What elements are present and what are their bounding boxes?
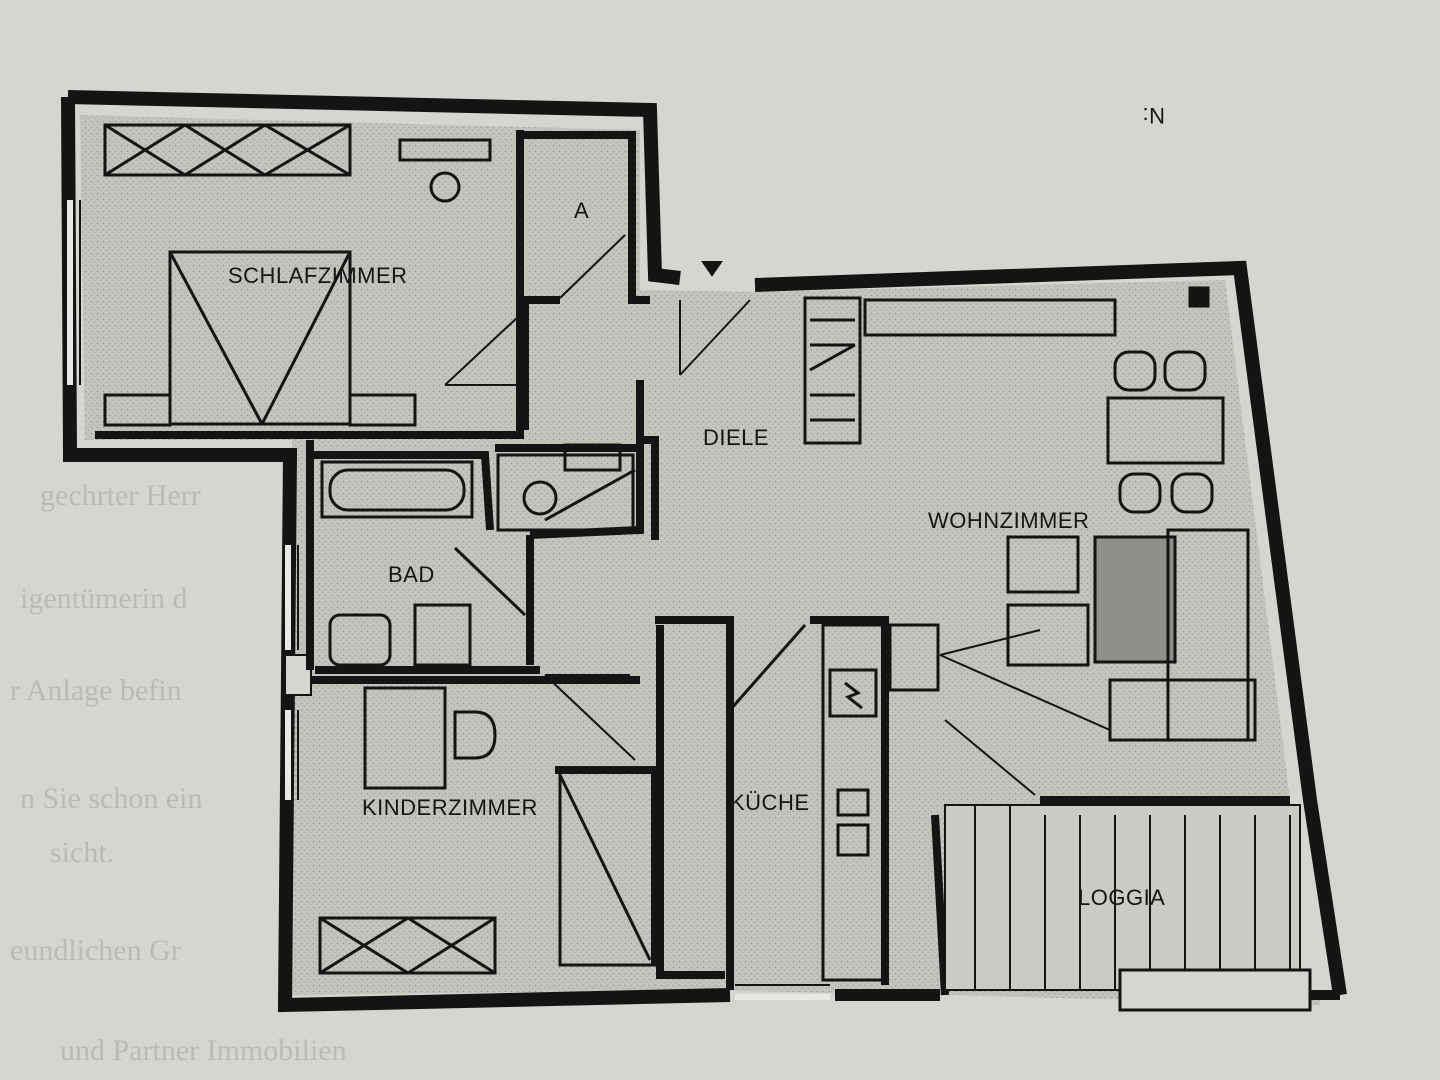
bathroom-fixtures	[320, 443, 636, 667]
background-line-3: r Anlage befin	[10, 674, 182, 707]
entrance-marker-icon	[701, 261, 723, 277]
wc-basin	[563, 443, 622, 472]
round-table	[429, 171, 461, 203]
armchair	[1006, 535, 1080, 594]
desk-chair	[453, 710, 497, 760]
kids-door[interactable]	[544, 674, 636, 761]
living-cabinet	[888, 623, 940, 692]
kitchen-counter	[821, 623, 885, 982]
living-door[interactable]	[939, 629, 1111, 796]
coffee-table	[1093, 535, 1177, 664]
label-diele: DIELE	[703, 425, 769, 450]
label-abstellraum: A	[574, 198, 589, 223]
background-page-text: gechrter Herr igentümerin d r Anlage bef…	[10, 479, 347, 1067]
label-loggia: LOGGIA	[1078, 885, 1165, 910]
kids-bed	[558, 768, 657, 967]
entrance-door[interactable]	[679, 261, 751, 376]
chair	[1118, 472, 1162, 514]
kitchen-fixtures	[728, 623, 885, 982]
floor-area	[80, 115, 1320, 1005]
sink-basin	[836, 823, 870, 857]
toilet	[522, 480, 558, 516]
label-kinderzimmer: KINDERZIMMER	[362, 795, 538, 820]
label-kueche: KÜCHE	[730, 790, 810, 815]
living-furniture	[863, 286, 1257, 742]
label-schlafzimmer: SCHLAFZIMMER	[228, 263, 408, 288]
label-bad: BAD	[388, 562, 435, 587]
windows	[67, 200, 830, 1000]
hall-wardrobe	[803, 296, 862, 445]
dresser	[398, 138, 492, 162]
background-line-6: eundlichen Gr	[10, 934, 181, 967]
background-line-1: gechrter Herr	[40, 479, 201, 512]
background-line-2: igentümerin d	[20, 582, 187, 615]
bed	[168, 250, 352, 426]
background-line-7: und Partner Immobilien	[60, 1034, 347, 1067]
stove-icon	[844, 681, 863, 710]
chair	[1113, 350, 1157, 392]
washbasin	[328, 613, 392, 667]
bedroom-furniture	[103, 123, 492, 427]
chair	[1163, 350, 1207, 392]
wardrobe	[103, 123, 352, 177]
background-line-5: sicht.	[50, 836, 114, 869]
storage-door[interactable]	[540, 234, 626, 299]
room-labels: SCHLAFZIMMER A DIELE WOHNZIMMER BAD KIND…	[228, 198, 1165, 910]
sink	[836, 788, 870, 817]
stove	[828, 668, 878, 718]
desk	[363, 686, 447, 790]
label-wohnzimmer: WOHNZIMMER	[928, 508, 1089, 533]
washing-machine	[413, 603, 472, 667]
north-marker: N:	[1142, 103, 1165, 128]
sideboard	[863, 298, 1117, 337]
armchair	[1006, 603, 1090, 667]
dining-table	[1106, 396, 1225, 465]
chair	[1170, 472, 1214, 514]
bathtub	[320, 460, 474, 519]
bedroom-door[interactable]	[444, 314, 521, 386]
loggia	[944, 804, 1312, 1012]
kids-room-furniture	[318, 686, 657, 975]
background-line-4: n Sie schon ein	[20, 782, 202, 815]
sofa-end	[1108, 678, 1257, 742]
loggia-planter	[1118, 968, 1312, 1012]
